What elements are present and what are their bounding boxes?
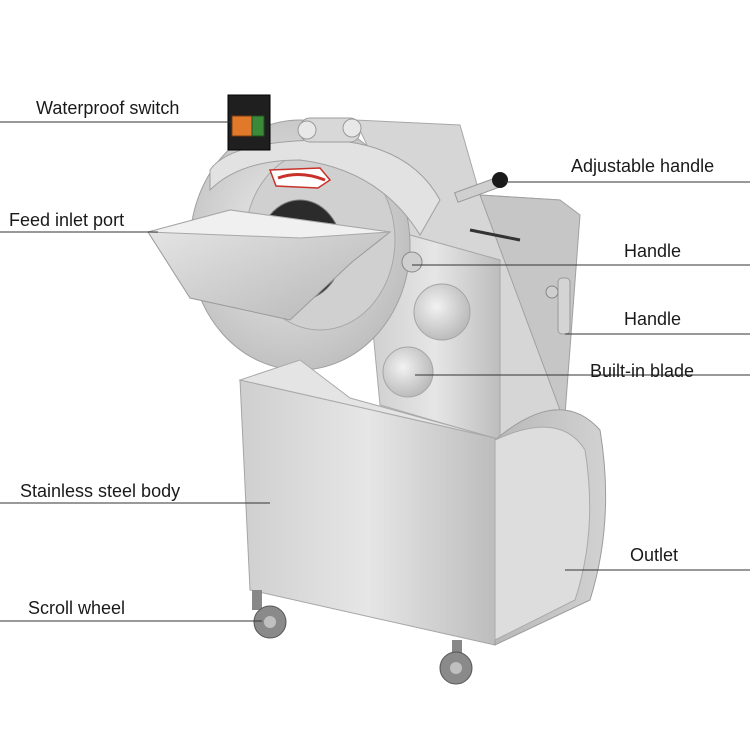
adjustable-handle-lever [453, 172, 521, 242]
side-handle [545, 277, 571, 335]
housing-boss-upper [413, 283, 471, 341]
brand-logo [268, 167, 332, 189]
feed-hopper [147, 209, 392, 321]
top-roller [297, 117, 362, 143]
label-built-in-blade: Built-in blade [590, 361, 695, 381]
outlet-chute [494, 409, 607, 646]
leader-lines [0, 121, 750, 622]
switch-orange-button [231, 115, 253, 137]
waterproof-switch [227, 94, 271, 151]
adjustable-handle-knob [492, 172, 508, 188]
label-scroll-wheel: Scroll wheel [28, 598, 126, 618]
housing-boss-lower [382, 346, 434, 398]
wheels [252, 590, 473, 685]
label-handle-upper: Handle [624, 241, 682, 261]
label-stainless-steel-body: Stainless steel body [20, 481, 181, 501]
label-outlet: Outlet [630, 545, 679, 565]
front-handle-knob [401, 251, 423, 273]
label-handle-lower: Handle [624, 309, 682, 329]
label-adjustable-handle: Adjustable handle [571, 156, 715, 176]
label-waterproof-switch: Waterproof switch [36, 98, 180, 118]
label-feed-inlet-port: Feed inlet port [9, 210, 125, 230]
